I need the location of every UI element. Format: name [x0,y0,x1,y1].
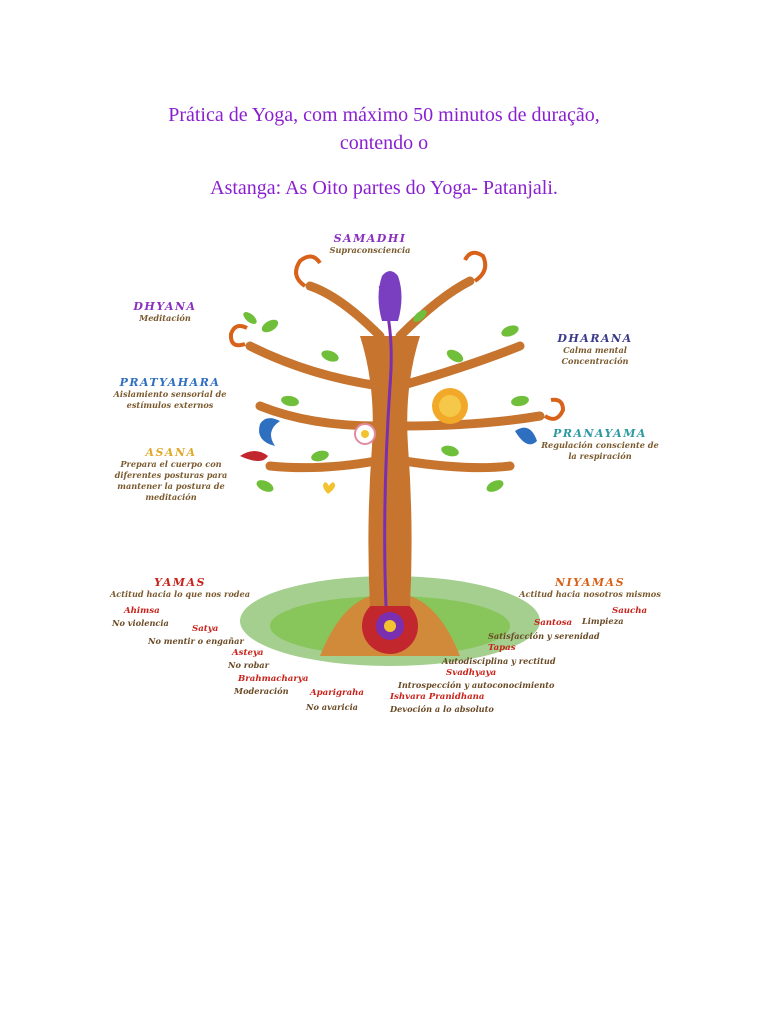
yama-name: Asteya [232,648,264,658]
yama-meaning: No violencia [112,618,169,628]
document-heading: Prática de Yoga, com máximo 50 minutos d… [0,101,768,157]
meditating-figure [378,271,402,321]
pratyahara-desc-2: estímulos externos [126,400,214,410]
branch-spirals [228,250,566,421]
pranayama-label: PRANAYAMA Regulación consciente de la re… [530,427,670,462]
dhyana-label: DHYANA Meditación [115,300,215,324]
asana-desc-2: diferentes posturas para [114,470,228,480]
yama-name: Aparigraha [310,688,364,698]
niyama-meaning: Introspección y autoconocimiento [398,680,555,690]
asana-title: ASANA [145,446,197,459]
pratyahara-label: PRATYAHARA Aislamiento sensorial de estí… [100,376,240,411]
root-core [384,620,396,632]
flower-icon [354,423,376,445]
niyamas-desc: Actitud hacia nosotros mismos [519,589,661,599]
pranayama-title: PRANAYAMA [553,427,647,440]
dharana-label: DHARANA Calma mental Concentración [540,332,650,367]
yama-meaning: No avaricia [306,702,358,712]
yama-meaning: Moderación [234,686,289,696]
dhyana-desc: Meditación [139,313,191,323]
yama-name: Ahimsa [124,606,160,616]
yama-name: Satya [192,624,219,634]
niyamas-title: NIYAMAS [554,576,626,589]
tree-drawing [228,250,566,666]
niyama-name: Ishvara Pranidhana [390,692,485,702]
pranayama-desc-1: Regulación consciente de [541,440,659,450]
tree-trunk [360,336,420,606]
asana-desc-3: mantener la postura de [117,481,225,491]
yamas-label: YAMAS Actitud hacia lo que nos rodea [90,576,270,600]
heading-line-1: Prática de Yoga, com máximo 50 minutos d… [168,104,600,126]
yamas-desc: Actitud hacia lo que nos rodea [109,589,251,599]
niyama-meaning: Devoción a lo absoluto [390,704,494,714]
samadhi-desc: Supraconsciencia [329,245,411,255]
niyama-name: Svadhyaya [446,668,497,678]
dhyana-title: DHYANA [133,300,197,313]
pranayama-desc-2: la respiración [568,451,632,461]
document-subheading: Astanga: As Oito partes do Yoga- Patanja… [210,177,558,199]
samadhi-label: SAMADHI Supraconsciencia [318,232,422,256]
red-bird-icon [240,451,268,461]
niyama-name: Santosa [534,618,573,628]
blue-bird-icon [515,427,537,445]
asana-label: ASANA Prepara el cuerpo con diferentes p… [96,446,246,503]
asana-desc-4: meditación [145,492,197,502]
yama-meaning: No robar [228,660,269,670]
yamas-title: YAMAS [154,576,206,589]
asana-desc-1: Prepara el cuerpo con [120,459,222,469]
heading-line-2: contendo o [339,132,429,154]
yoga-tree-illustration: SAMADHI Supraconsciencia DHYANA Meditaci… [90,226,680,726]
pratyahara-title: PRATYAHARA [119,376,221,389]
niyamas-label: NIYAMAS Actitud hacia nosotros mismos [500,576,680,600]
niyama-name: Saucha [612,606,648,616]
niyama-meaning: Limpieza [582,616,624,626]
leaves [243,310,529,492]
niyama-meaning: Autodisciplina y rectitud [442,656,556,666]
yama-name: Brahmacharya [238,674,309,684]
yama-meaning: No mentir o engañar [148,636,244,646]
pratyahara-desc-1: Aislamiento sensorial de [113,389,227,399]
dharana-desc-1: Calma mental [563,345,627,355]
butterfly-icon [323,482,336,494]
samadhi-title: SAMADHI [333,232,407,245]
moon-icon [259,418,280,446]
dharana-title: DHARANA [557,332,633,345]
dharana-desc-2: Concentración [561,356,629,366]
niyama-meaning: Satisfacción y serenidad [488,631,600,641]
niyama-name: Tapas [488,643,516,653]
